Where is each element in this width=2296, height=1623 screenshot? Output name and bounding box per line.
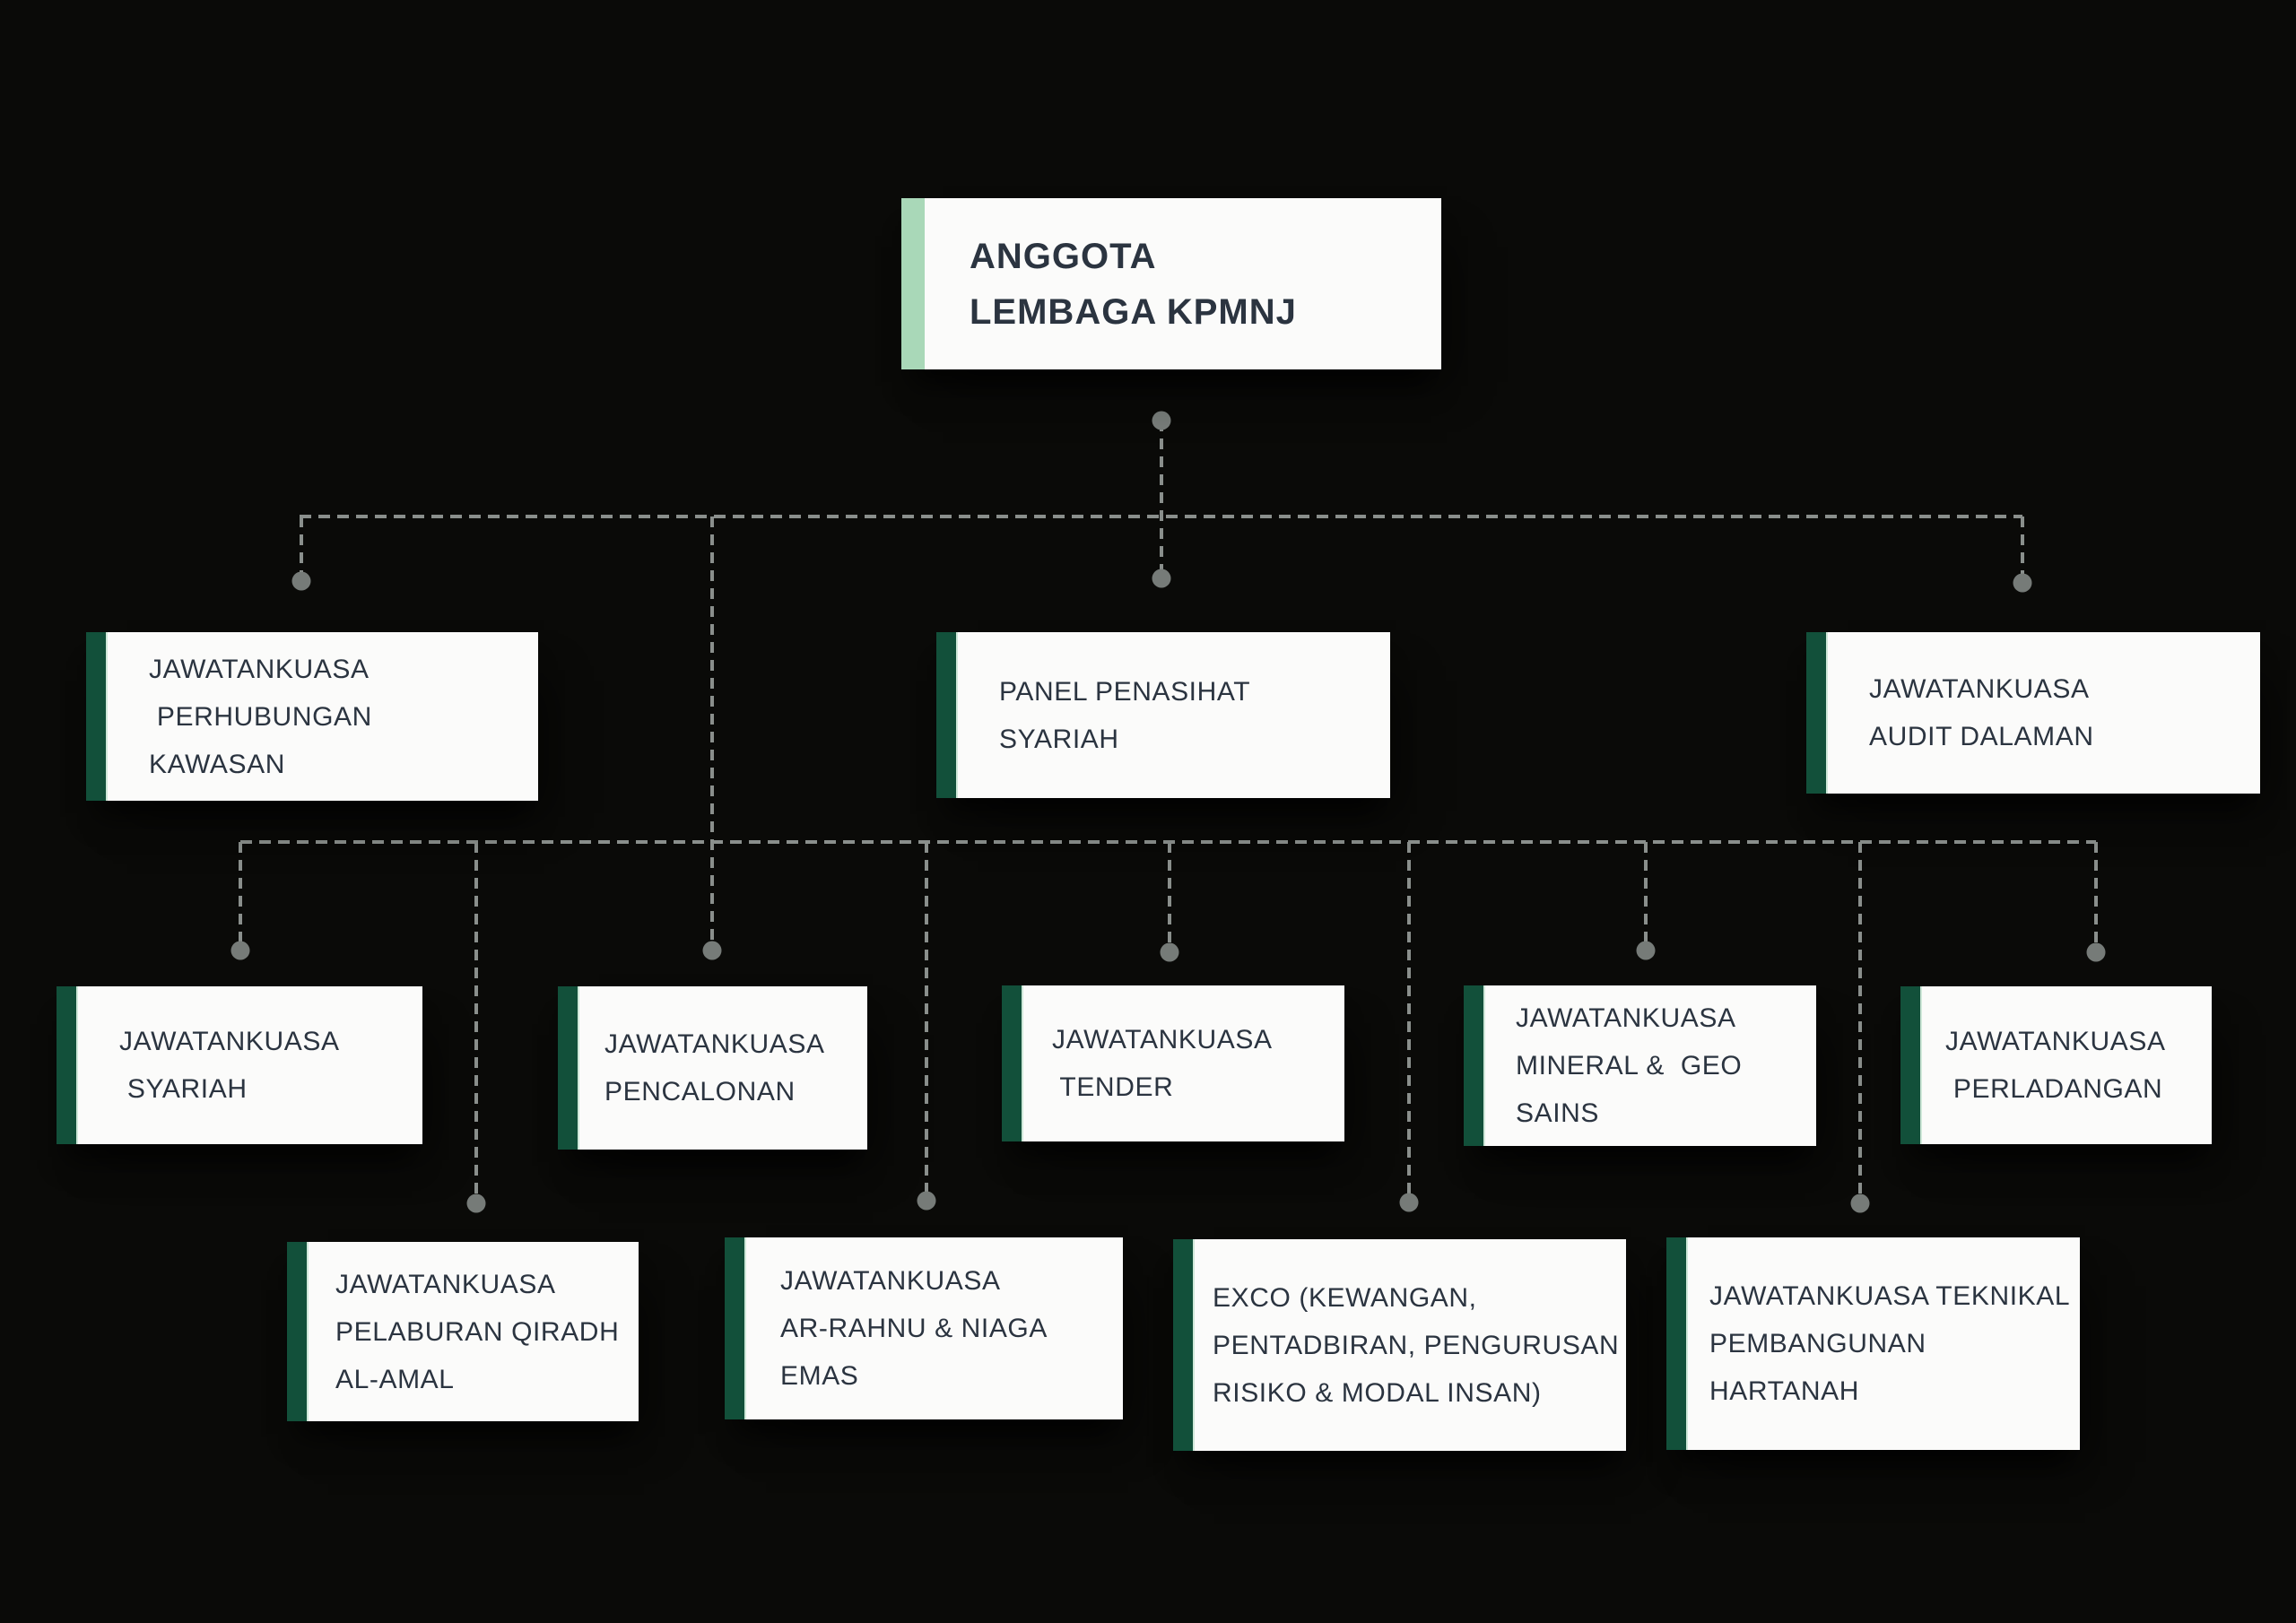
label-line: SYARIAH <box>119 1074 248 1104</box>
connector-root-drop <box>1160 421 1163 580</box>
label-line: PERHUBUNGAN <box>149 701 372 732</box>
org-node-label: PANEL PENASIHAT SYARIAH <box>936 668 1250 763</box>
label-line: AUDIT DALAMAN <box>1869 722 2094 751</box>
accent-bar <box>936 632 958 798</box>
label-line: JAWATANKUASA <box>335 1269 556 1299</box>
accent-bar <box>1173 1239 1195 1451</box>
org-node-audit-dalaman: JAWATANKUASA AUDIT DALAMAN <box>1806 632 2260 794</box>
org-node-label: JAWATANKUASA AR-RAHNU & NIAGA EMAS <box>725 1257 1048 1400</box>
connector-drop-pelaburan <box>474 842 478 1203</box>
org-node-perhubungan-kawasan: JAWATANKUASA PERHUBUNGAN KAWASAN <box>86 632 538 801</box>
org-node-label: EXCO (KEWANGAN, PENTADBIRAN, PENGURUSAN … <box>1173 1274 1619 1417</box>
org-node-syariah: JAWATANKUASA SYARIAH <box>57 986 422 1144</box>
org-node-label: JAWATANKUASA PELABURAN QIRADH AL-AMAL <box>287 1261 619 1403</box>
accent-bar <box>1806 632 1828 794</box>
label-line: KAWASAN <box>149 749 286 779</box>
connector-drop-teknikal <box>1858 842 1862 1203</box>
connector-dot <box>1152 411 1171 430</box>
connector-dot <box>1160 942 1179 962</box>
label-line: JAWATANKUASA <box>604 1029 825 1059</box>
accent-bar <box>57 986 78 1144</box>
accent-bar <box>558 986 579 1150</box>
connector-stub-syariah <box>239 842 242 950</box>
connector-drop-exco <box>1407 842 1411 1202</box>
org-node-panel-penasihat-syariah: PANEL PENASIHAT SYARIAH <box>936 632 1390 798</box>
label-line: PANEL PENASIHAT <box>999 676 1251 707</box>
label-line: JAWATANKUASA TEKNIKAL <box>1709 1281 2071 1311</box>
label-line: AR-RAHNU & NIAGA <box>780 1314 1048 1343</box>
label-line: EMAS <box>780 1361 859 1391</box>
org-node-perladangan: JAWATANKUASA PERLADANGAN <box>1900 986 2212 1144</box>
connector-dot <box>1399 1193 1419 1212</box>
org-node-ar-rahnu-niaga-emas: JAWATANKUASA AR-RAHNU & NIAGA EMAS <box>725 1237 1123 1419</box>
label-line: JAWATANKUASA <box>780 1266 1001 1296</box>
org-node-label: JAWATANKUASA PERHUBUNGAN KAWASAN <box>86 646 372 788</box>
label-line: PENTADBIRAN, PENGURUSAN <box>1213 1330 1620 1360</box>
accent-bar <box>725 1237 746 1419</box>
accent-bar <box>86 632 108 801</box>
connector-dot <box>917 1191 936 1211</box>
label-line: ANGGOTA <box>970 236 1157 276</box>
accent-bar <box>1002 985 1023 1141</box>
label-line: SYARIAH <box>999 724 1119 754</box>
accent-bar <box>901 198 925 369</box>
connector-dot <box>291 571 311 591</box>
label-line: JAWATANKUASA <box>1052 1025 1273 1055</box>
accent-bar <box>1464 985 1485 1146</box>
org-node-label: JAWATANKUASA SYARIAH <box>57 1018 340 1113</box>
org-node-pencalonan: JAWATANKUASA PENCALONAN <box>558 986 867 1150</box>
label-line: LEMBAGA KPMNJ <box>970 291 1297 332</box>
label-line: PELABURAN QIRADH <box>335 1316 620 1347</box>
label-line: PEMBANGUNAN <box>1709 1329 1926 1358</box>
connector-stub-audit <box>2021 516 2024 583</box>
org-node-mineral-geo-sains: JAWATANKUASA MINERAL & GEO SAINS <box>1464 985 1816 1146</box>
connector-drop-pencalonan <box>710 516 714 950</box>
org-node-label: JAWATANKUASA PENCALONAN <box>558 1020 825 1115</box>
org-node-anggota-lembaga-kpmnj: ANGGOTA LEMBAGA KPMNJ <box>901 198 1441 369</box>
label-line: RISIKO & MODAL INSAN) <box>1213 1377 1542 1408</box>
org-node-label: JAWATANKUASA PERLADANGAN <box>1900 1018 2166 1113</box>
label-line: JAWATANKUASA <box>1945 1027 2166 1056</box>
connector-level1-bus <box>300 515 2022 518</box>
label-line: EXCO (KEWANGAN, <box>1213 1282 1477 1313</box>
connector-drop-arrahnu <box>925 842 928 1201</box>
connector-dot <box>2086 942 2106 962</box>
connector-stub-tender <box>1168 842 1171 952</box>
connector-dot <box>1636 941 1656 960</box>
org-node-pelaburan-qiradh-al-amal: JAWATANKUASA PELABURAN QIRADH AL-AMAL <box>287 1242 639 1421</box>
org-node-label: JAWATANKUASA TENDER <box>1002 1016 1273 1111</box>
connector-stub-mineral <box>1644 842 1648 950</box>
label-line: PERLADANGAN <box>1945 1074 2163 1104</box>
org-node-tender: JAWATANKUASA TENDER <box>1002 985 1344 1141</box>
label-line: HARTANAH <box>1709 1376 1860 1406</box>
label-line: PENCALONAN <box>604 1077 796 1107</box>
label-line: JAWATANKUASA <box>1869 674 2090 704</box>
connector-dot <box>230 941 250 960</box>
org-node-label: JAWATANKUASA TEKNIKAL PEMBANGUNAN HARTAN… <box>1666 1272 2070 1415</box>
accent-bar <box>287 1242 309 1421</box>
org-node-label: JAWATANKUASA AUDIT DALAMAN <box>1806 665 2094 760</box>
label-line: TENDER <box>1052 1072 1174 1102</box>
org-node-teknikal-pembangunan-hartanah: JAWATANKUASA TEKNIKAL PEMBANGUNAN HARTAN… <box>1666 1237 2080 1450</box>
connector-dot <box>1850 1193 1870 1213</box>
connector-dot <box>1152 568 1171 588</box>
org-node-exco: EXCO (KEWANGAN, PENTADBIRAN, PENGURUSAN … <box>1173 1239 1626 1451</box>
label-line: JAWATANKUASA <box>1516 1003 1736 1033</box>
label-line: SAINS <box>1516 1098 1600 1128</box>
connector-dot <box>466 1193 486 1213</box>
label-line: JAWATANKUASA <box>149 654 370 684</box>
org-node-label: JAWATANKUASA MINERAL & GEO SAINS <box>1464 994 1742 1137</box>
connector-dot <box>2013 573 2032 593</box>
accent-bar <box>1900 986 1922 1144</box>
label-line: JAWATANKUASA <box>119 1027 340 1056</box>
label-line: MINERAL & GEO <box>1516 1051 1743 1081</box>
connector-dot <box>702 941 722 960</box>
accent-bar <box>1666 1237 1688 1450</box>
connector-stub-perladangan <box>2094 842 2098 952</box>
connector-stub-perhubungan <box>300 516 303 581</box>
org-node-label: ANGGOTA LEMBAGA KPMNJ <box>901 229 1297 340</box>
label-line: AL-AMAL <box>335 1364 455 1394</box>
